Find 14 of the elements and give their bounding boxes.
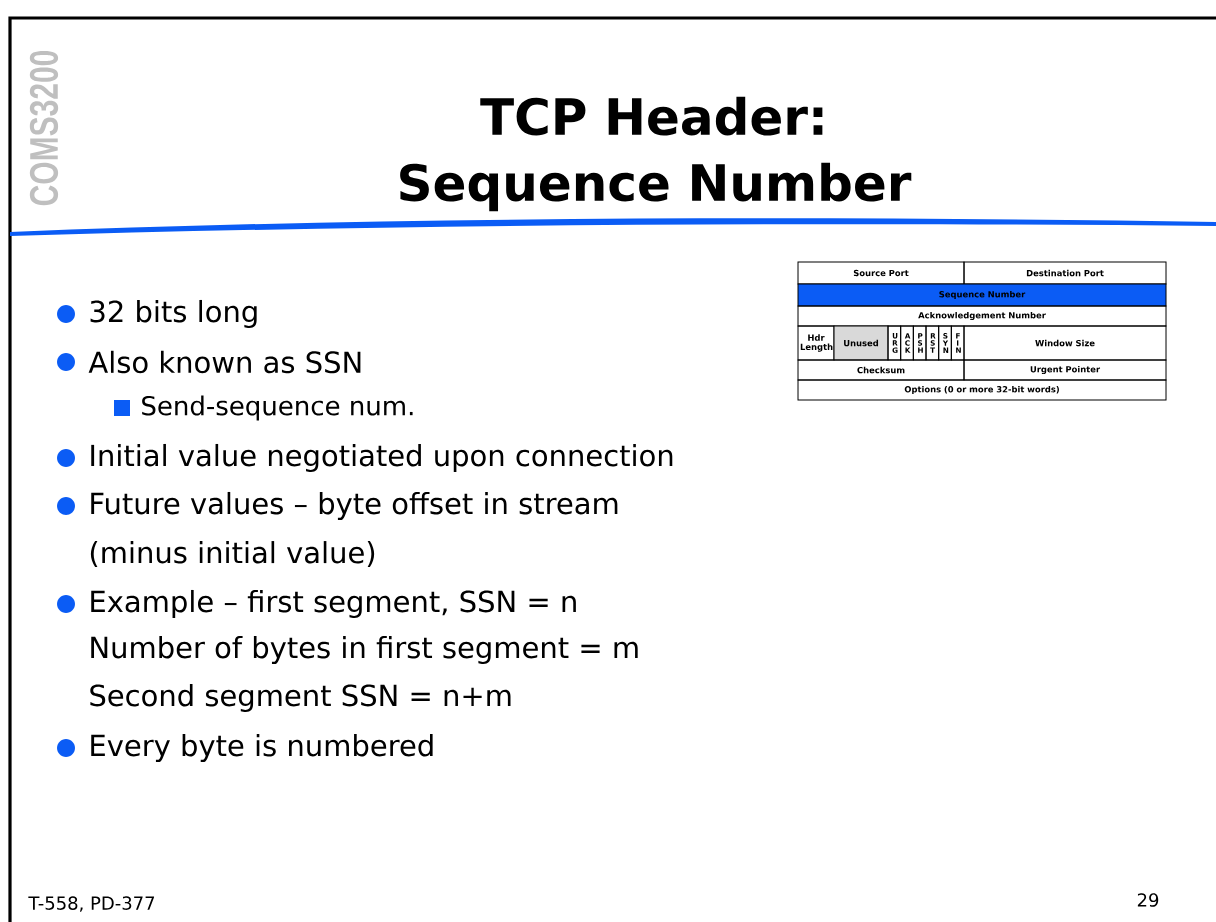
bullet-text: 32 bits long	[90, 299, 257, 329]
bullet-text: Number of bytes in first segment = m	[91, 635, 638, 665]
bullet-text: Second segment SSN = n+m	[90, 683, 511, 713]
bullet-text: Also known as SSN	[88, 350, 361, 374]
page-number: 29	[1137, 893, 1159, 907]
bullet-text: Example – first segment, SSN = n	[91, 589, 576, 619]
slide-title: TCP Header: Sequence Number	[400, 96, 912, 212]
bullet-text: Future values – byte offset in stream	[91, 491, 618, 521]
course-code: COMS3200	[29, 50, 59, 206]
bullet-text: Every byte is numbered	[91, 733, 433, 763]
footer-text: T-558, PD-377	[28, 896, 155, 912]
bullet-text: Send-sequence num.	[142, 395, 413, 421]
bullet-text: Initial value negotiated upon connection	[91, 443, 673, 473]
bullet-text: (minus initial value)	[90, 541, 375, 567]
